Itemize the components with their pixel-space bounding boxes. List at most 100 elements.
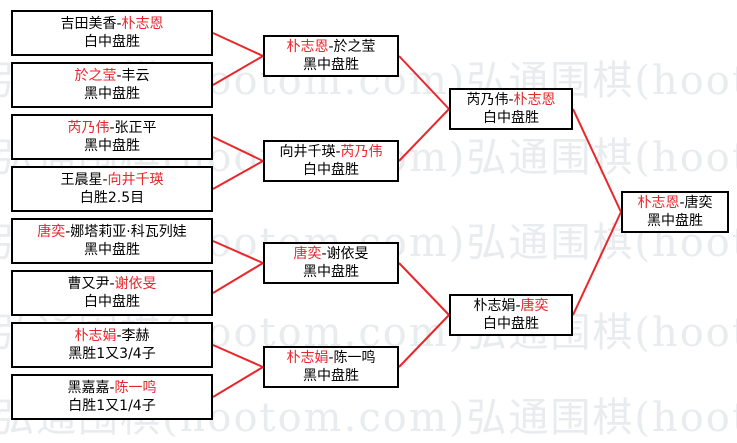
- match-result: 黑中盘胜: [84, 86, 140, 102]
- match-box: 朴志娟-陈一鸣黑中盘胜: [263, 346, 399, 388]
- match-result: 白中盘胜: [483, 316, 539, 332]
- versus-dash: -: [515, 298, 521, 314]
- player-name: 唐奕: [684, 195, 713, 211]
- versus-dash: -: [102, 172, 108, 188]
- match-box: 唐奕-谢依旻黑中盘胜: [263, 242, 399, 284]
- versus-dash: -: [328, 39, 334, 55]
- match-players: 於之莹-丰云: [74, 67, 149, 85]
- match-result: 黑中盘胜: [303, 264, 359, 280]
- match-box: 朴志娟-唐奕白中盘胜: [449, 294, 573, 336]
- player-name: 唐奕: [520, 298, 549, 314]
- versus-dash: -: [116, 16, 122, 32]
- match-result: 黑中盘胜: [84, 242, 140, 258]
- match-box: 芮乃伟-朴志恩白中盘胜: [449, 88, 573, 130]
- connector-line: [212, 160, 264, 190]
- match-box: 於之莹-丰云黑中盘胜: [11, 62, 213, 108]
- versus-dash: -: [65, 224, 71, 240]
- connector-line: [212, 366, 264, 398]
- player-name: 朴志恩: [513, 92, 556, 108]
- player-name: 娜塔莉亚·科瓦列娃: [70, 224, 187, 240]
- player-name: 陈一鸣: [333, 350, 376, 366]
- player-name: 於之莹: [74, 68, 117, 84]
- connector-line: [572, 108, 622, 213]
- player-name: 张正平: [114, 120, 157, 136]
- match-result: 白胜2.5目: [79, 190, 145, 206]
- player-name: 谢依旻: [114, 276, 157, 292]
- player-name: 唐奕: [293, 246, 322, 262]
- player-name: 向井千瑛: [279, 144, 336, 160]
- match-players: 曹又尹-谢依旻: [67, 275, 156, 293]
- versus-dash: -: [321, 246, 327, 262]
- player-name: 芮乃伟: [466, 92, 509, 108]
- match-result: 白中盘胜: [303, 162, 359, 178]
- match-result: 黑中盘胜: [303, 368, 359, 384]
- match-box: 王晨星-向井千瑛白胜2.5目: [11, 166, 213, 212]
- versus-dash: -: [335, 144, 341, 160]
- versus-dash: -: [508, 92, 514, 108]
- versus-dash: -: [328, 350, 334, 366]
- player-name: 向井千瑛: [107, 172, 164, 188]
- connector-line: [212, 32, 264, 57]
- versus-dash: -: [109, 380, 115, 396]
- player-name: 朴志娟: [473, 298, 516, 314]
- match-result: 黑胜1又3/4子: [68, 346, 156, 362]
- match-box: 朴志恩-於之莹黑中盘胜: [263, 35, 399, 77]
- match-players: 朴志娟-陈一鸣: [286, 349, 375, 367]
- match-players: 朴志娟-李赫: [74, 327, 149, 345]
- match-players: 向井千瑛-芮乃伟: [279, 143, 382, 161]
- player-name: 李赫: [121, 328, 150, 344]
- connector-line: [398, 55, 450, 110]
- match-result: 黑中盘胜: [647, 213, 703, 229]
- match-players: 唐奕-谢依旻: [293, 245, 368, 263]
- match-players: 黑嘉嘉-陈一鸣: [67, 379, 156, 397]
- player-name: 黑嘉嘉: [67, 380, 110, 396]
- versus-dash: -: [679, 195, 685, 211]
- player-name: 朴志恩: [121, 16, 164, 32]
- player-name: 曹又尹: [67, 276, 110, 292]
- bracket-connectors: [212, 32, 622, 398]
- player-name: 陈一鸣: [114, 380, 157, 396]
- versus-dash: -: [116, 68, 122, 84]
- match-players: 芮乃伟-张正平: [67, 119, 156, 137]
- connector-line: [398, 108, 450, 162]
- player-name: 芮乃伟: [67, 120, 110, 136]
- match-players: 朴志娟-唐奕: [473, 297, 548, 315]
- match-players: 王晨星-向井千瑛: [60, 171, 163, 189]
- match-box: 黑嘉嘉-陈一鸣白胜1又1/4子: [11, 374, 213, 420]
- player-name: 朴志娟: [74, 328, 117, 344]
- connector-line: [398, 314, 450, 368]
- match-players: 朴志恩-唐奕: [637, 194, 712, 212]
- player-name: 朴志娟: [286, 350, 329, 366]
- versus-dash: -: [116, 328, 122, 344]
- match-box: 向井千瑛-芮乃伟白中盘胜: [263, 140, 399, 182]
- player-name: 丰云: [121, 68, 150, 84]
- player-name: 唐奕: [37, 224, 66, 240]
- match-result: 白中盘胜: [483, 110, 539, 126]
- match-players: 吉田美香-朴志恩: [60, 15, 163, 33]
- player-name: 芮乃伟: [340, 144, 383, 160]
- player-name: 吉田美香: [60, 16, 117, 32]
- connector-line: [398, 262, 450, 316]
- connector-line: [212, 344, 264, 368]
- match-players: 唐奕-娜塔莉亚·科瓦列娃: [37, 223, 187, 241]
- match-result: 黑中盘胜: [303, 57, 359, 73]
- player-name: 谢依旻: [326, 246, 369, 262]
- match-players: 朴志恩-於之莹: [286, 38, 375, 56]
- match-box: 唐奕-娜塔莉亚·科瓦列娃黑中盘胜: [11, 218, 213, 264]
- player-name: 朴志恩: [286, 39, 329, 55]
- match-result: 白胜1又1/4子: [68, 398, 156, 414]
- match-players: 芮乃伟-朴志恩: [466, 91, 555, 109]
- versus-dash: -: [109, 120, 115, 136]
- connector-line: [212, 55, 264, 86]
- match-result: 白中盘胜: [84, 34, 140, 50]
- versus-dash: -: [109, 276, 115, 292]
- player-name: 王晨星: [60, 172, 103, 188]
- connector-line: [212, 262, 264, 294]
- match-box: 吉田美香-朴志恩白中盘胜: [11, 10, 213, 56]
- match-box: 曹又尹-谢依旻白中盘胜: [11, 270, 213, 316]
- connector-line: [572, 211, 622, 316]
- match-box: 芮乃伟-张正平黑中盘胜: [11, 114, 213, 160]
- player-name: 朴志恩: [637, 195, 680, 211]
- connector-line: [212, 136, 264, 162]
- match-result: 黑中盘胜: [84, 138, 140, 154]
